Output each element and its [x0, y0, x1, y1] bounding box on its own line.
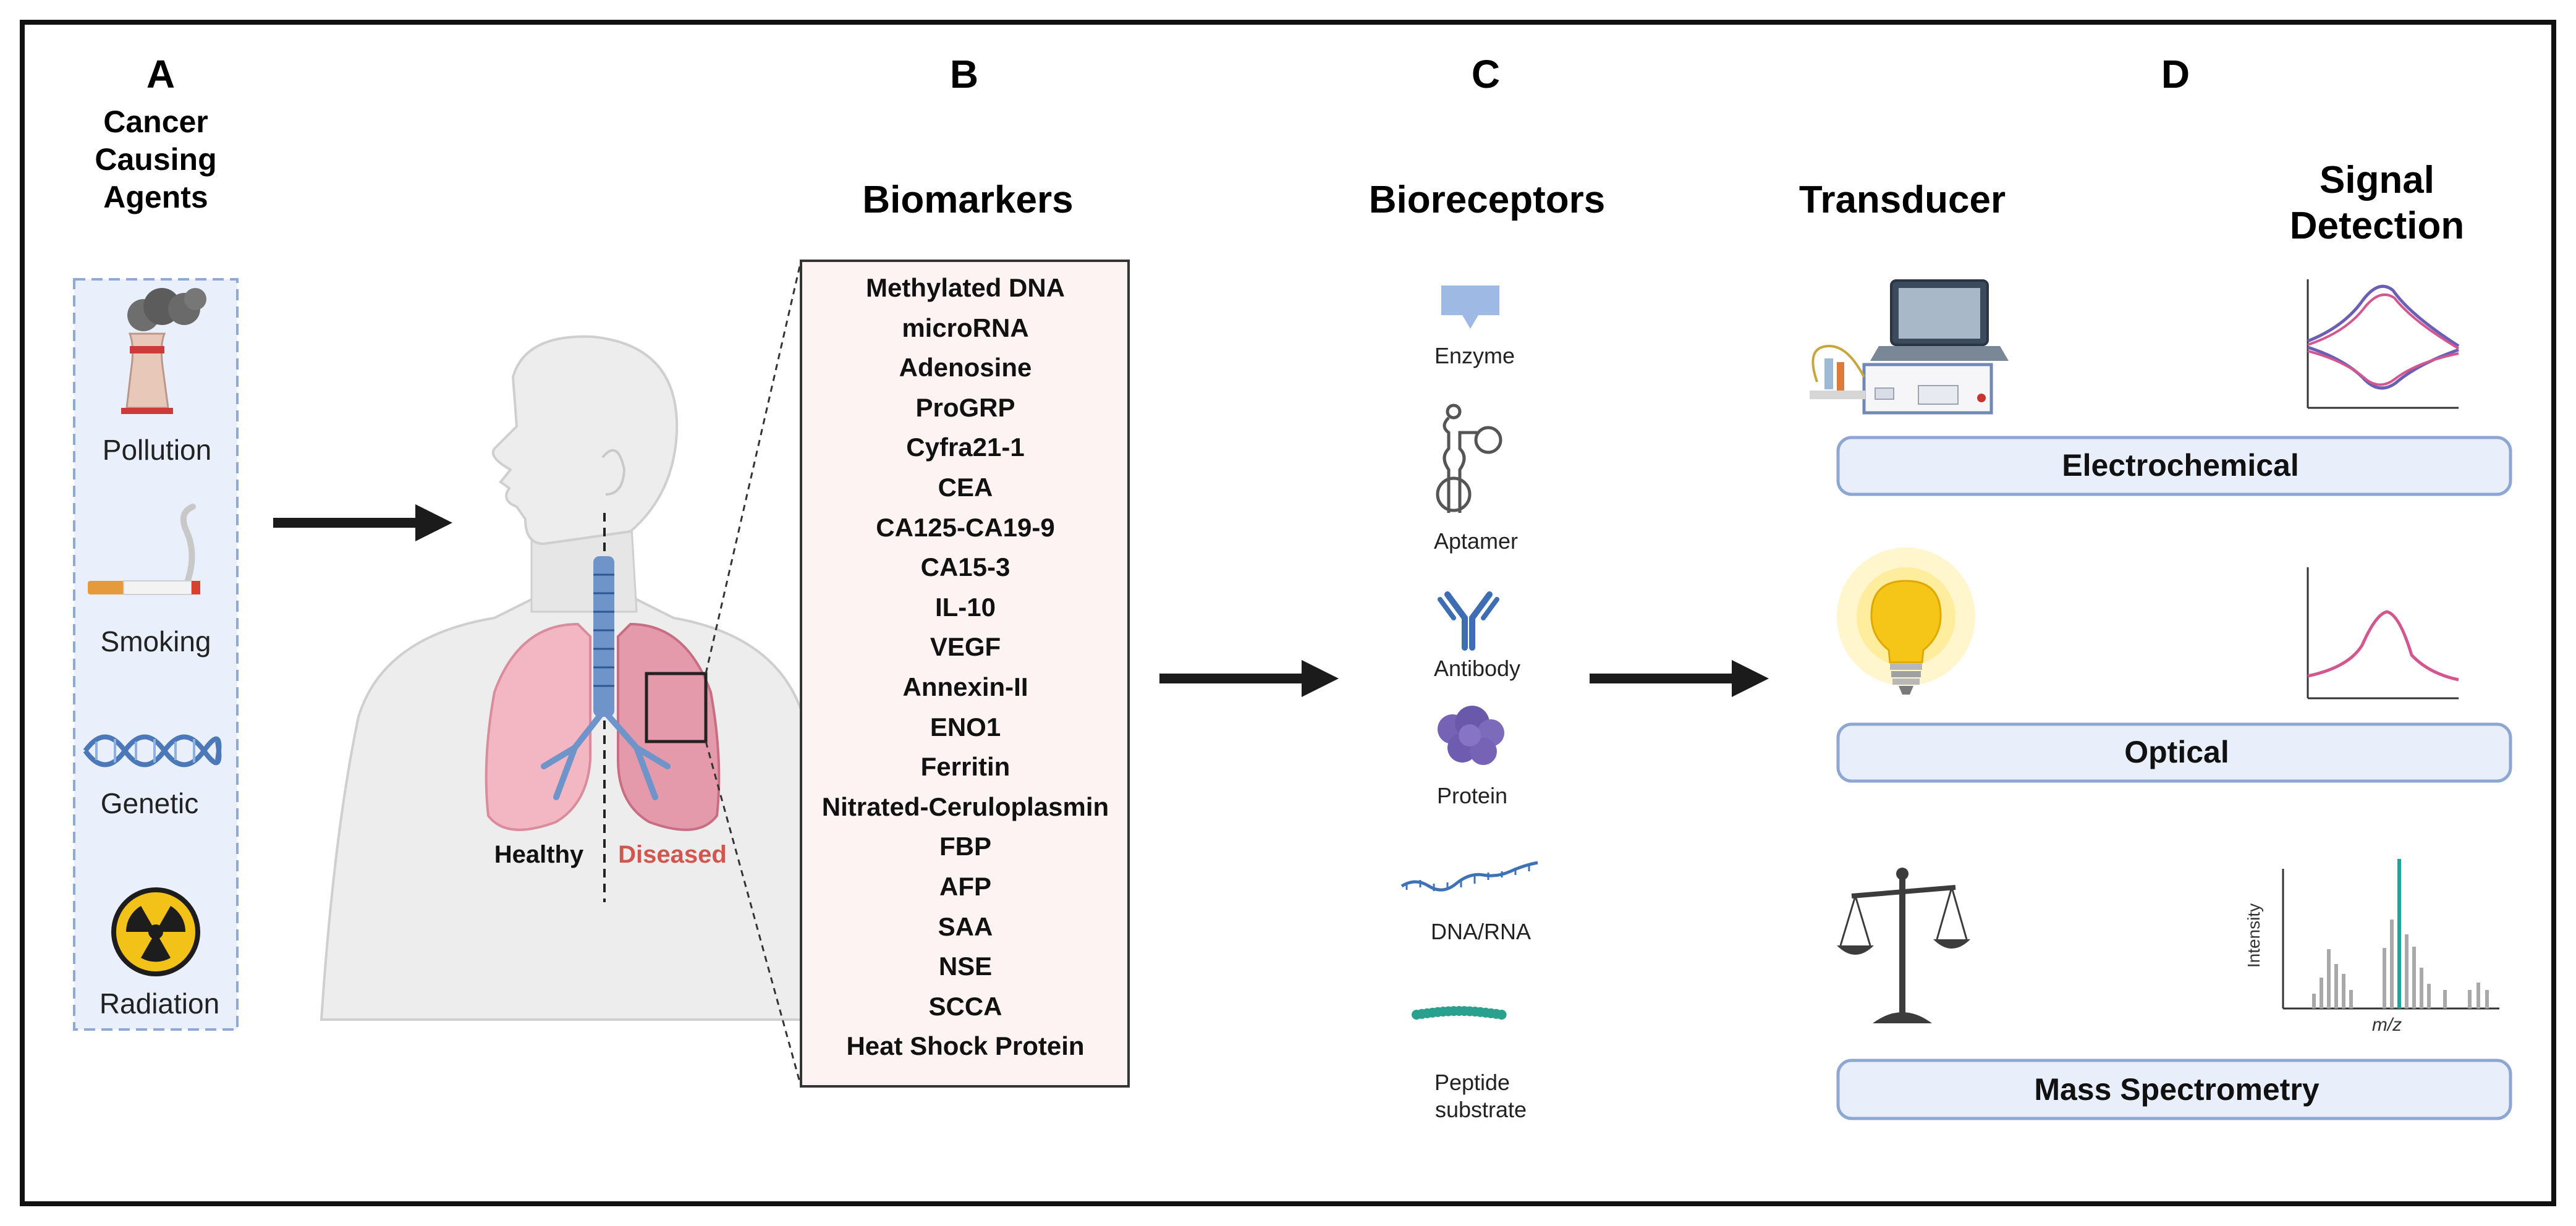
- agent-label-pollution: Pollution: [103, 434, 211, 466]
- mass-spectrum-peaks: [2312, 920, 2489, 1008]
- biomarker-item: microRNA: [902, 313, 1028, 342]
- biomarker-item: Methylated DNA: [866, 273, 1065, 302]
- mass-spectrum-y-label: Intensity: [2244, 903, 2263, 968]
- receptor-label-antibody: Antibody: [1434, 656, 1520, 681]
- receptor-label-dna-rna: DNA/RNA: [1431, 919, 1531, 944]
- figure-border: [20, 20, 2556, 1206]
- agent-label-genetic: Genetic: [101, 787, 199, 819]
- bioreceptors-title: Bioreceptors: [1369, 179, 1605, 221]
- method-label-electrochemical: Electrochemical: [2062, 448, 2299, 483]
- peptide-bead: [1496, 1010, 1507, 1020]
- receptor-label-enzyme: Enzyme: [1434, 343, 1515, 368]
- arrow-agents-to-body: [273, 504, 452, 541]
- biomarker-item: Heat Shock Protein: [846, 1031, 1084, 1060]
- biomarker-item: FBP: [939, 832, 991, 861]
- factory-smokestack-icon: [121, 288, 206, 414]
- transducer-title: Transducer: [1799, 179, 2006, 221]
- receptor-label-protein: Protein: [1437, 783, 1507, 808]
- biomarker-item: Annexin-II: [902, 672, 1028, 701]
- cigarette-icon: [88, 504, 200, 595]
- biomarkers-title: Biomarkers: [862, 179, 1073, 221]
- arrow-bioreceptors-to-transducer: [1590, 660, 1769, 697]
- panel-c-letter: C: [1472, 52, 1500, 96]
- method-label-optical: Optical: [2124, 735, 2229, 769]
- potentiostat-laptop-icon: [1810, 279, 2009, 415]
- lung-label-healthy: Healthy: [494, 841, 584, 868]
- receptor-label-peptide-line-1: Peptide: [1434, 1070, 1510, 1095]
- method-electrochemical: [1836, 436, 2512, 496]
- biomarker-item: Cyfra21-1: [906, 433, 1024, 462]
- receptor-label-peptide-line-2: substrate: [1435, 1097, 1527, 1122]
- peptide-chain-icon: [1412, 1006, 1507, 1020]
- biomarker-item: Ferritin: [921, 752, 1010, 781]
- biomarker-item: SCCA: [928, 992, 1002, 1021]
- signal-detection-title-line-1: Signal: [2320, 159, 2434, 201]
- biomarker-item: ENO1: [930, 712, 1001, 742]
- enzyme-icon: [1441, 285, 1499, 329]
- biomarker-item: CA15-3: [921, 552, 1010, 581]
- zoom-line-bottom: [705, 741, 802, 1087]
- biomarker-item: Nitrated-Ceruloplasmin: [822, 792, 1109, 821]
- biomarker-list-box: [800, 260, 1130, 1088]
- receptor-label-aptamer: Aptamer: [1434, 528, 1518, 554]
- biomarker-item: ProGRP: [915, 393, 1015, 422]
- balance-scale-icon: [1837, 868, 1970, 1023]
- panel-a-letter: A: [146, 52, 175, 96]
- biomarker-item: CA125-CA19-9: [876, 513, 1054, 542]
- zoom-line-top: [705, 260, 802, 674]
- dna-rna-strand-icon: [1400, 861, 1538, 892]
- panel-a-title-line-2: Causing: [95, 142, 216, 177]
- agent-label-radiation: Radiation: [100, 987, 219, 1020]
- lung-label-diseased: Diseased: [618, 841, 727, 868]
- biomarker-item: CEA: [938, 473, 993, 502]
- biomarker-item: Adenosine: [899, 353, 1032, 382]
- arrow-biomarkers-to-bioreceptors: [1159, 660, 1339, 697]
- human-body-illustration: [320, 335, 805, 1021]
- biomarker-item: VEGF: [930, 632, 1001, 661]
- method-optical: [1836, 722, 2512, 783]
- radiation-icon: [111, 887, 200, 976]
- panel-a-title-line-3: Agents: [103, 180, 208, 214]
- biomarker-item: NSE: [939, 952, 992, 981]
- dna-helix-icon: [83, 734, 222, 767]
- cyclic-voltammogram-plot: [2307, 279, 2460, 409]
- light-bulb-icon: [1837, 547, 1975, 695]
- mass-spectrum-x-label: m/z: [2372, 1015, 2402, 1035]
- aptamer-icon: [1436, 404, 1502, 513]
- biomarker-item: IL-10: [935, 593, 996, 622]
- antibody-icon: [1438, 591, 1499, 651]
- biomarker-item: SAA: [938, 912, 993, 941]
- mass-spectrum-plot: [2282, 859, 2499, 1010]
- panel-b-letter: B: [950, 52, 978, 96]
- panel-d-letter: D: [2161, 52, 2190, 96]
- absorbance-peak-plot: [2307, 567, 2459, 700]
- protein-icon: [1438, 706, 1504, 765]
- method-mass-spectrometry: [1836, 1059, 2512, 1120]
- signal-detection-title-line-2: Detection: [2290, 205, 2464, 247]
- method-label-mass-spectrometry: Mass Spectrometry: [2034, 1072, 2319, 1107]
- agent-label-smoking: Smoking: [101, 625, 211, 657]
- biomarker-item: AFP: [939, 872, 991, 901]
- panel-a-title-line-1: Cancer: [103, 104, 208, 139]
